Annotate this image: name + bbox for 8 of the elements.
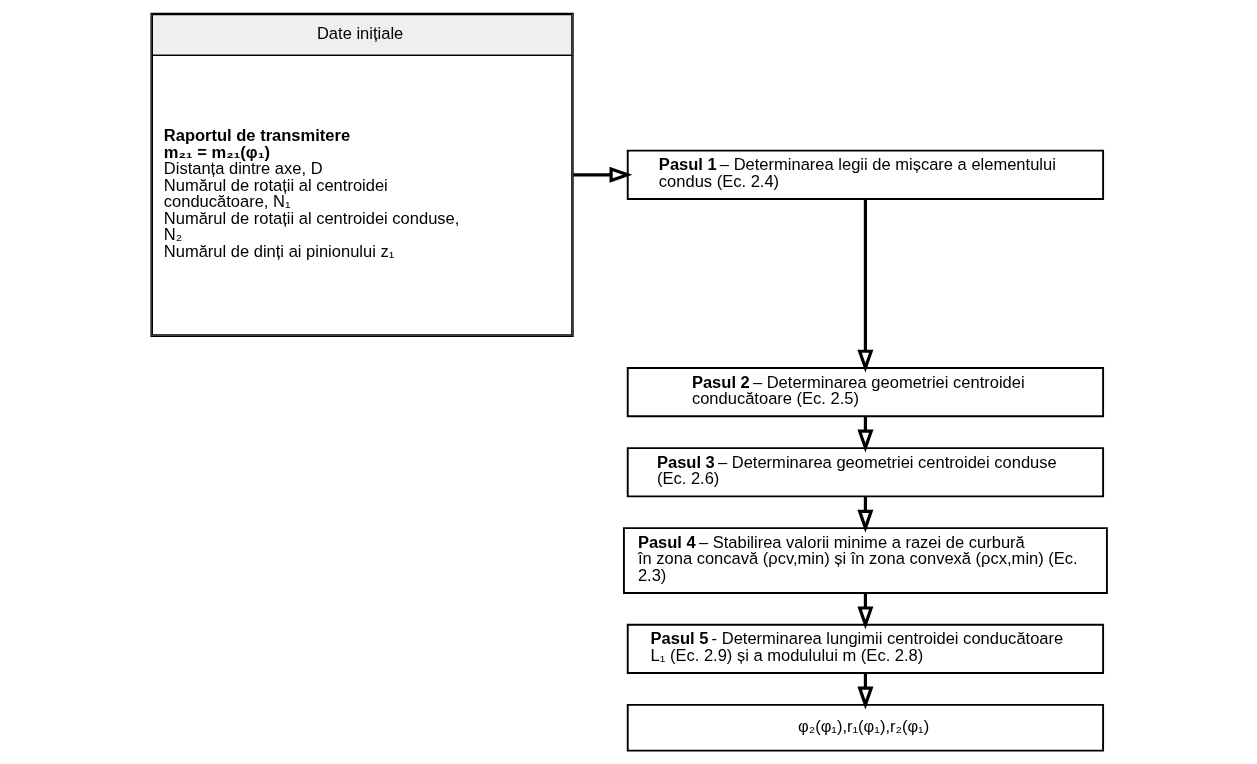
arrow bbox=[572, 166, 632, 183]
node-box: Pasul 2 – Determinarea geometriei centroidei conducătoare (Ec. 2.5) bbox=[626, 367, 1104, 418]
node-box: Pasul 4 – Stabilirea valorii minime a razei de curbură în zona concavă (ρcv,min) și în zona convexă (ρcx,min) (Ec. 2.3) bbox=[622, 527, 1108, 594]
node-box: Pasul 5 - Determinarea lungimii centroidei conducătoare L₁ (Ec. 2.9) și a modulului m (Ec. 2.8) bbox=[626, 623, 1104, 675]
node-box: φ₂(φ₁),r₁(φ₁),r₂(φ₁) bbox=[626, 703, 1104, 752]
node-box: Pasul 3 – Determinarea geometriei centroidei conduse (Ec. 2.6) bbox=[626, 447, 1104, 498]
node-box: Pasul 1 – Determinarea legii de mișcare a elementului condus (Ec. 2.4) bbox=[626, 149, 1104, 200]
arrow bbox=[856, 199, 873, 373]
